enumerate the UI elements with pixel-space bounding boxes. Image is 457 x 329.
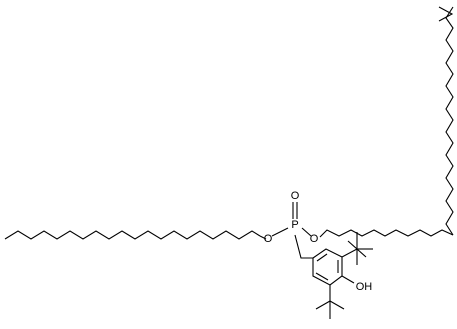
bond-O-left-P <box>271 227 289 237</box>
left-alkyl-chain <box>4 230 261 240</box>
bond-P-O-right <box>301 227 312 237</box>
phosphoryl-oxygen-label: O <box>291 190 300 202</box>
phosphorus-label: P <box>291 219 298 231</box>
right-alkyl-chain <box>445 6 454 236</box>
tbu-bottom-methyl-1 <box>315 300 331 310</box>
right-chain-tail <box>319 229 454 238</box>
hydroxyl-label: OH <box>356 281 373 293</box>
bond-ring-tbu-top <box>341 248 358 258</box>
ring-double-bond-1 <box>316 253 328 262</box>
bond-ring-OH <box>341 275 355 284</box>
ring-double-bond-3 <box>315 272 329 281</box>
tbu-bottom-methyl-2 <box>329 300 345 310</box>
ester-oxygen-left-label: O <box>264 233 273 245</box>
bond-P-CH2-ring <box>294 234 313 259</box>
right-chain-main <box>438 6 454 22</box>
bond-O-left-chain <box>259 235 267 240</box>
ester-oxygen-right-label: O <box>310 233 319 245</box>
tbu-top-methyl-2b <box>347 240 367 258</box>
